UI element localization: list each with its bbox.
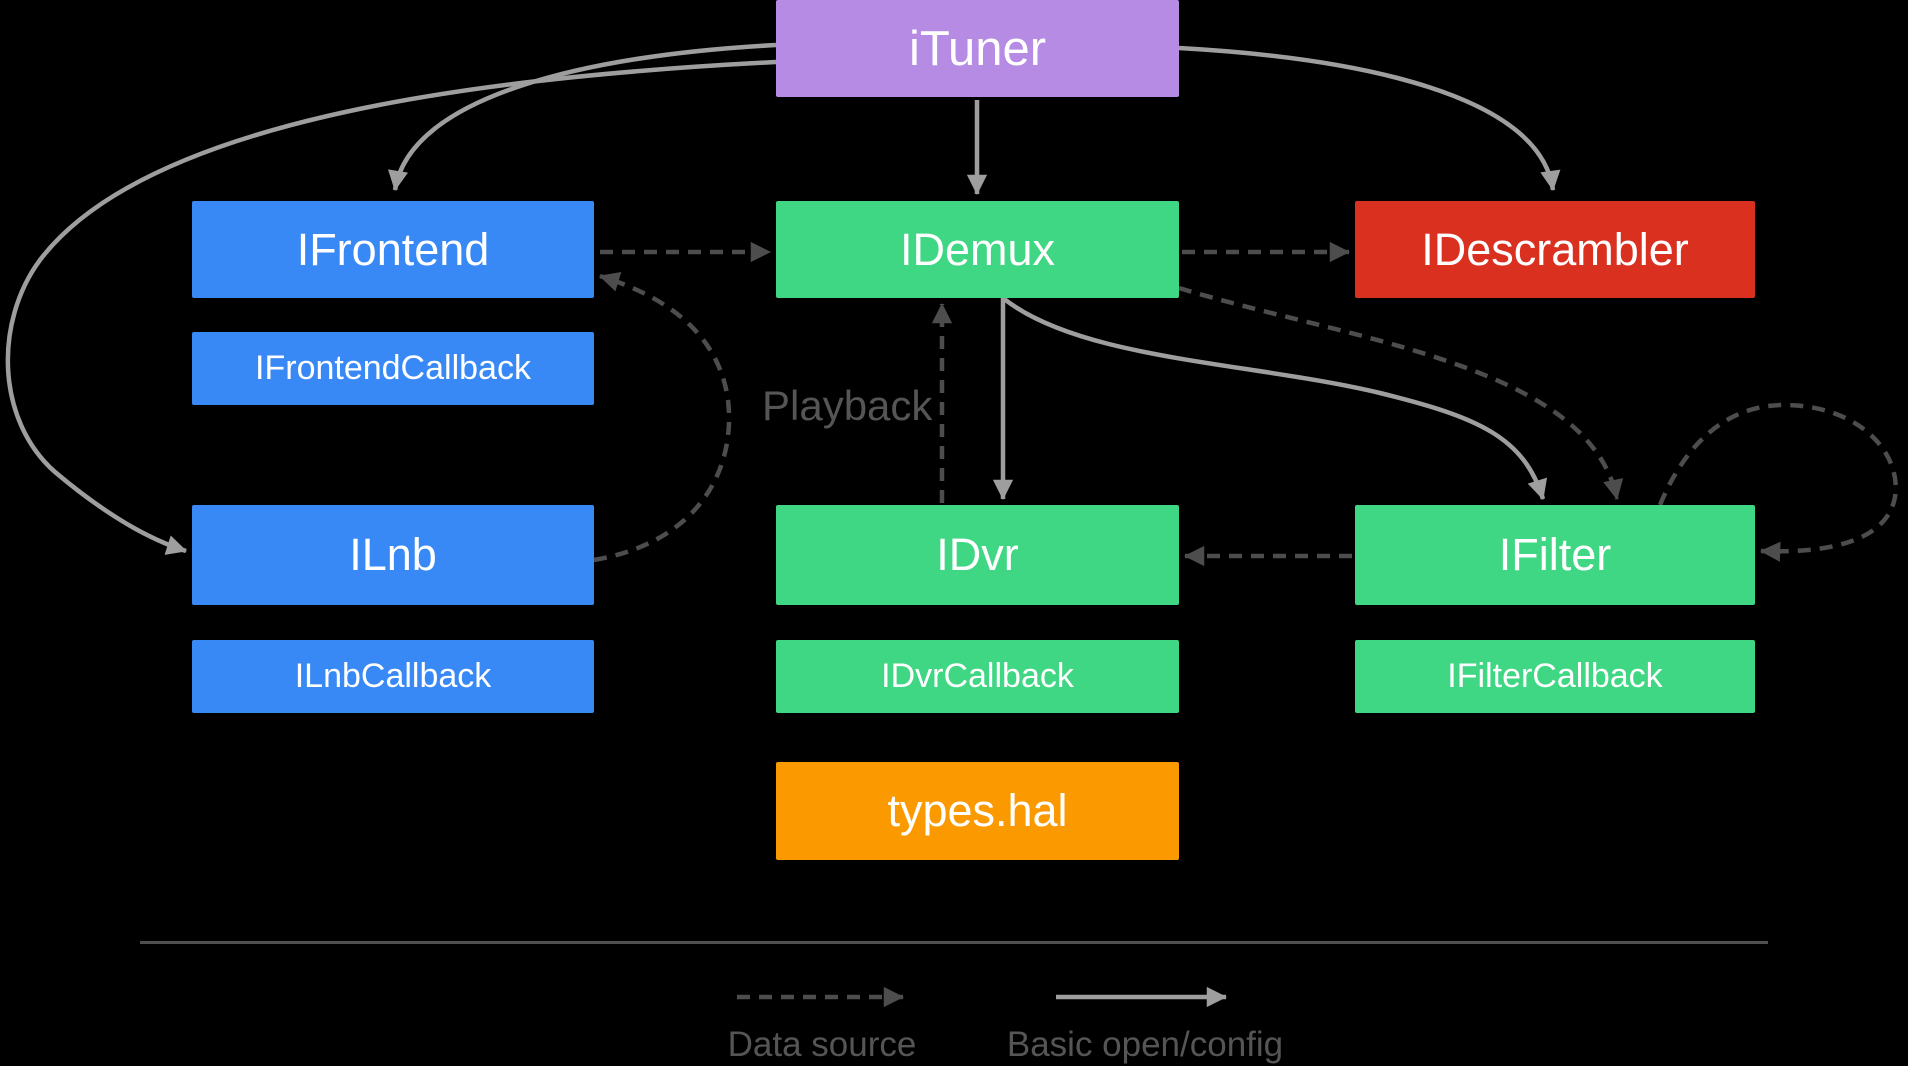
node-types-hal: types.hal [776, 762, 1179, 860]
node-idescrambler: IDescrambler [1355, 201, 1755, 298]
node-ifilter: IFilter [1355, 505, 1755, 605]
node-idvr-label: IDvr [936, 529, 1019, 580]
arrow-idemux-to-ifilter [1001, 296, 1548, 500]
legend-separator-line [140, 941, 1768, 944]
node-types-hal-label: types.hal [887, 785, 1068, 836]
arrow-ituner-to-ilnb [5, 59, 777, 555]
node-ilnb-label: ILnb [349, 529, 437, 580]
node-ilnb: ILnb [192, 505, 594, 605]
legend-data-source-label: Data source [727, 1025, 917, 1064]
node-idemux: IDemux [776, 201, 1179, 298]
node-ilnb-callback-label: ILnbCallback [294, 657, 492, 695]
node-idescrambler-label: IDescrambler [1421, 223, 1689, 275]
node-idvr-callback: IDvrCallback [776, 640, 1179, 713]
node-ifilter-callback-label: IFilterCallback [1447, 657, 1663, 695]
node-idvr: IDvr [776, 505, 1179, 605]
playback-label: Playback [762, 382, 933, 429]
node-ifrontend-callback-label: IFrontendCallback [255, 349, 531, 387]
legend-basic-open-config-label: Basic open/config [1006, 1025, 1284, 1064]
arrow-ituner-to-ifrontend [388, 42, 777, 191]
node-ifrontend-callback: IFrontendCallback [192, 332, 594, 405]
node-idemux-label: IDemux [899, 223, 1056, 275]
node-ilnb-callback: ILnbCallback [192, 640, 594, 713]
node-ifrontend-label: IFrontend [296, 223, 490, 275]
node-idvr-callback-label: IDvrCallback [881, 657, 1074, 695]
arrow-ilnb-to-ifrontend [593, 271, 732, 563]
node-ituner-label: iTuner [908, 21, 1047, 76]
node-ifrontend: IFrontend [192, 201, 594, 298]
arrow-ituner-to-idescrambler [1178, 45, 1561, 192]
arrow-idemux-to-ifilter-dashed [1178, 285, 1624, 500]
node-ifilter-label: IFilter [1498, 529, 1612, 580]
node-ifilter-callback: IFilterCallback [1355, 640, 1755, 713]
node-ituner: iTuner [776, 0, 1179, 97]
